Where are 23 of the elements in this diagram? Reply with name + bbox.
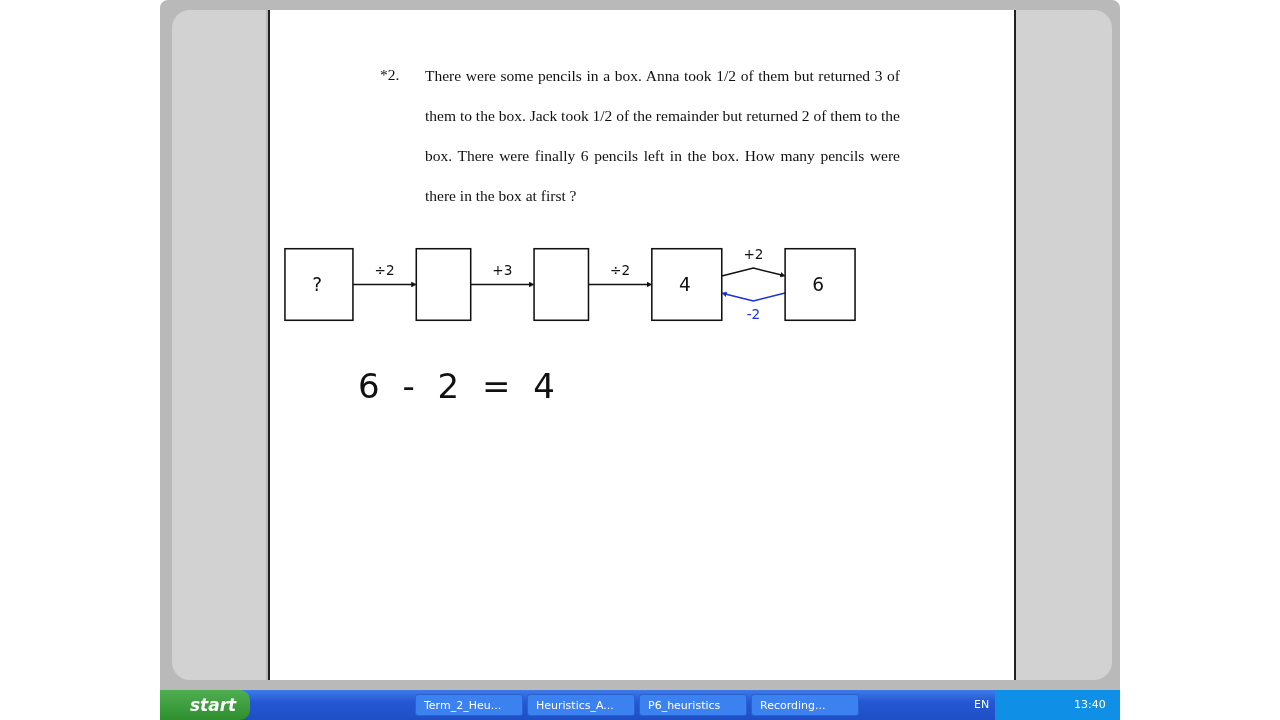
arrow	[721, 267, 786, 278]
edge-label: ÷2	[374, 262, 395, 279]
clock-text: 13:40	[1073, 697, 1107, 713]
taskbar-button: Heuristics_A...	[527, 694, 635, 716]
equation-text: 6 - 2 = 4	[358, 366, 561, 406]
taskbar-button: Recording...	[751, 694, 859, 716]
diagram-box	[415, 247, 472, 322]
taskbar-button: P6_heuristics	[639, 694, 747, 716]
diagram-box	[533, 247, 590, 322]
arrow	[352, 281, 417, 288]
question-number: *2.	[380, 66, 400, 84]
diagram-box: 4	[651, 247, 723, 322]
arrow	[721, 291, 786, 302]
start-button: start	[160, 690, 251, 720]
taskbar-button: Term_2_Heu...	[415, 694, 523, 716]
diagram-box: ?	[284, 247, 354, 322]
edge-label: +3	[492, 262, 513, 279]
question-text: There were some pencils in a box. Anna took 1/2 of them but returned 3 of them to the box. Jack took 1/2 of the remainder but returned 2 of them to the box. There were finally 6 pencils left in the box. How many pencils were there in the box at first ?	[425, 66, 900, 206]
edge-label: ÷2	[610, 262, 631, 279]
edge-label: +2	[743, 246, 764, 262]
diagram-box: 6	[784, 247, 856, 322]
edge-label: -2	[746, 307, 761, 323]
language-indicator: EN	[973, 697, 991, 713]
